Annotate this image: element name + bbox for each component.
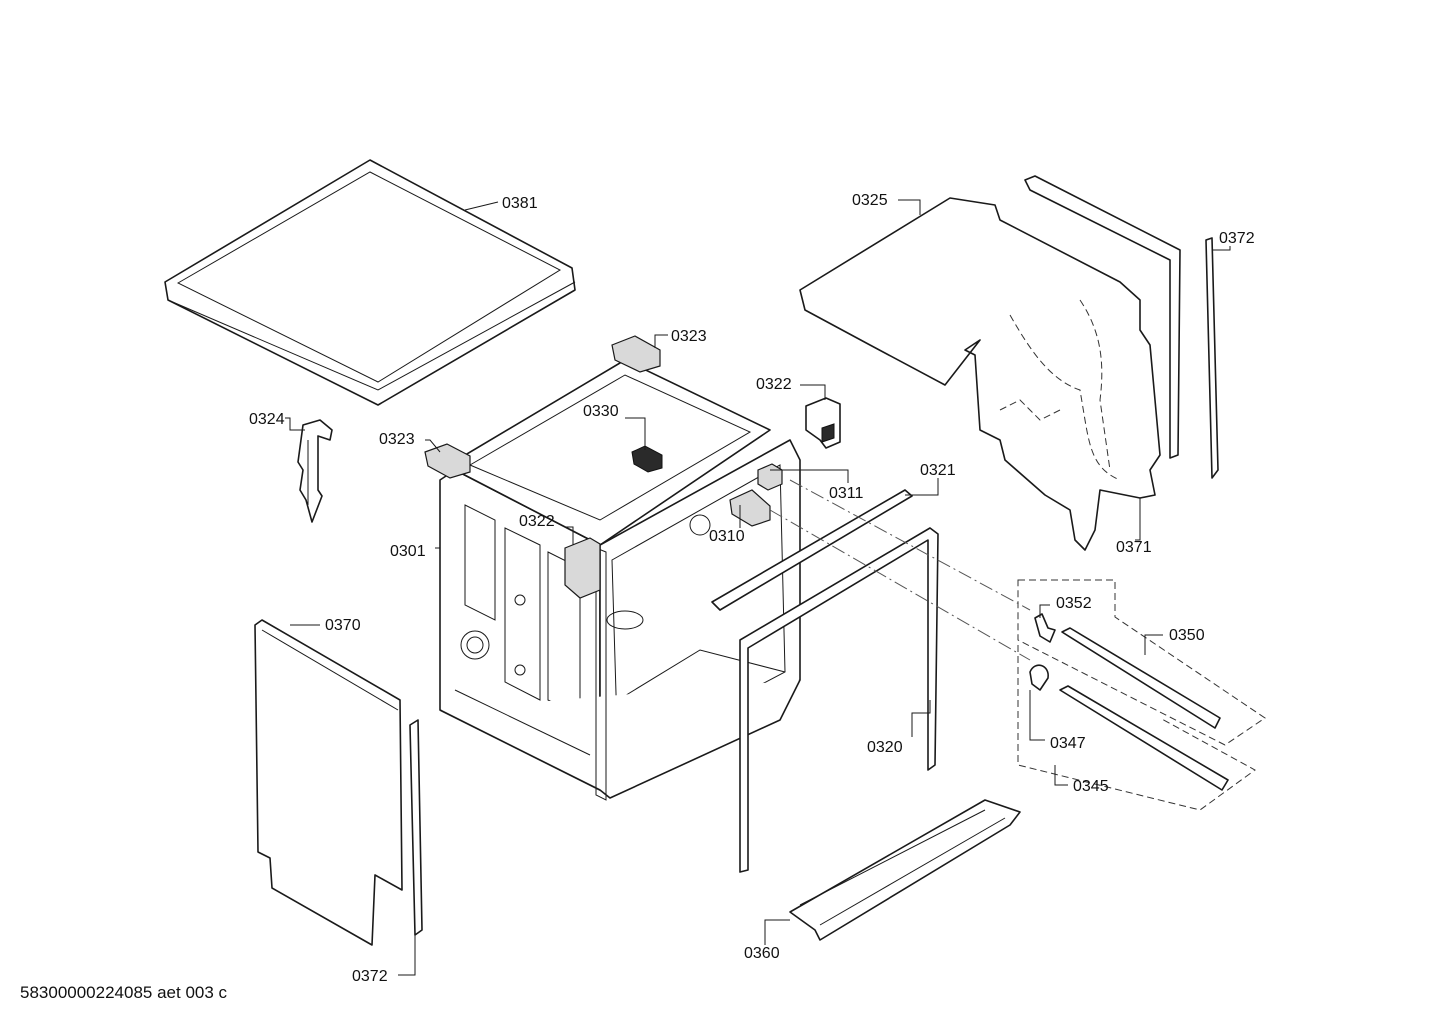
part-0323-corner-bracket-top[interactable] — [611, 335, 661, 373]
label-0345: 0345 — [1073, 778, 1109, 795]
leader-lines — [285, 199, 1231, 976]
label-0322-right: 0322 — [756, 376, 792, 393]
label-0347: 0347 — [1050, 735, 1086, 752]
label-0320: 0320 — [867, 739, 903, 756]
label-0360: 0360 — [744, 945, 780, 962]
label-0330: 0330 — [583, 403, 619, 420]
alignment-line-lower — [769, 509, 1031, 661]
label-0323-top: 0323 — [671, 328, 707, 345]
part-0311-hinge[interactable] — [757, 463, 783, 491]
part-0372-trim-strip-right[interactable] — [1205, 237, 1219, 479]
document-id: 58300000224085 aet 003 c — [20, 983, 228, 1002]
part-0381-top-cover[interactable] — [164, 159, 576, 406]
part-0372-trim-strip-left[interactable] — [409, 719, 423, 936]
part-0360-kickplate[interactable] — [789, 799, 1021, 941]
part-0301-tub-frame[interactable] — [439, 359, 801, 801]
part-0371-side-panel[interactable] — [1024, 175, 1181, 459]
label-0322-left: 0322 — [519, 513, 555, 530]
label-0301: 0301 — [390, 543, 426, 560]
part-0325-insulation-mat[interactable] — [799, 197, 1161, 551]
part-0320-door-seal[interactable] — [739, 527, 939, 873]
part-0324-bracket[interactable] — [297, 419, 333, 523]
label-0350: 0350 — [1169, 627, 1205, 644]
label-0324: 0324 — [249, 411, 285, 428]
part-0370-side-panel[interactable] — [254, 619, 403, 946]
label-0325: 0325 — [852, 192, 888, 209]
label-0370: 0370 — [325, 617, 361, 634]
part-0323-corner-bracket-left[interactable] — [424, 443, 471, 479]
label-0310: 0310 — [709, 528, 745, 545]
part-0347-clip[interactable] — [1029, 664, 1049, 691]
alignment-line-upper — [789, 479, 1031, 611]
part-0322-bracket-right[interactable] — [805, 397, 841, 449]
part-0345-rail-assembly[interactable] — [1017, 645, 1256, 811]
label-0323-left: 0323 — [379, 431, 415, 448]
part-0321-seal-strip[interactable] — [711, 489, 913, 611]
label-0311: 0311 — [829, 485, 864, 502]
label-0321: 0321 — [920, 462, 956, 479]
label-0371: 0371 — [1116, 539, 1152, 556]
part-0352-clip[interactable] — [1034, 613, 1056, 643]
part-0322-bracket-left[interactable] — [564, 537, 601, 599]
label-0381: 0381 — [502, 195, 538, 212]
part-0350-rail-assembly[interactable] — [1017, 579, 1266, 746]
label-0372-right: 0372 — [1219, 230, 1255, 247]
label-0352: 0352 — [1056, 595, 1092, 612]
label-0372-left: 0372 — [352, 968, 388, 985]
